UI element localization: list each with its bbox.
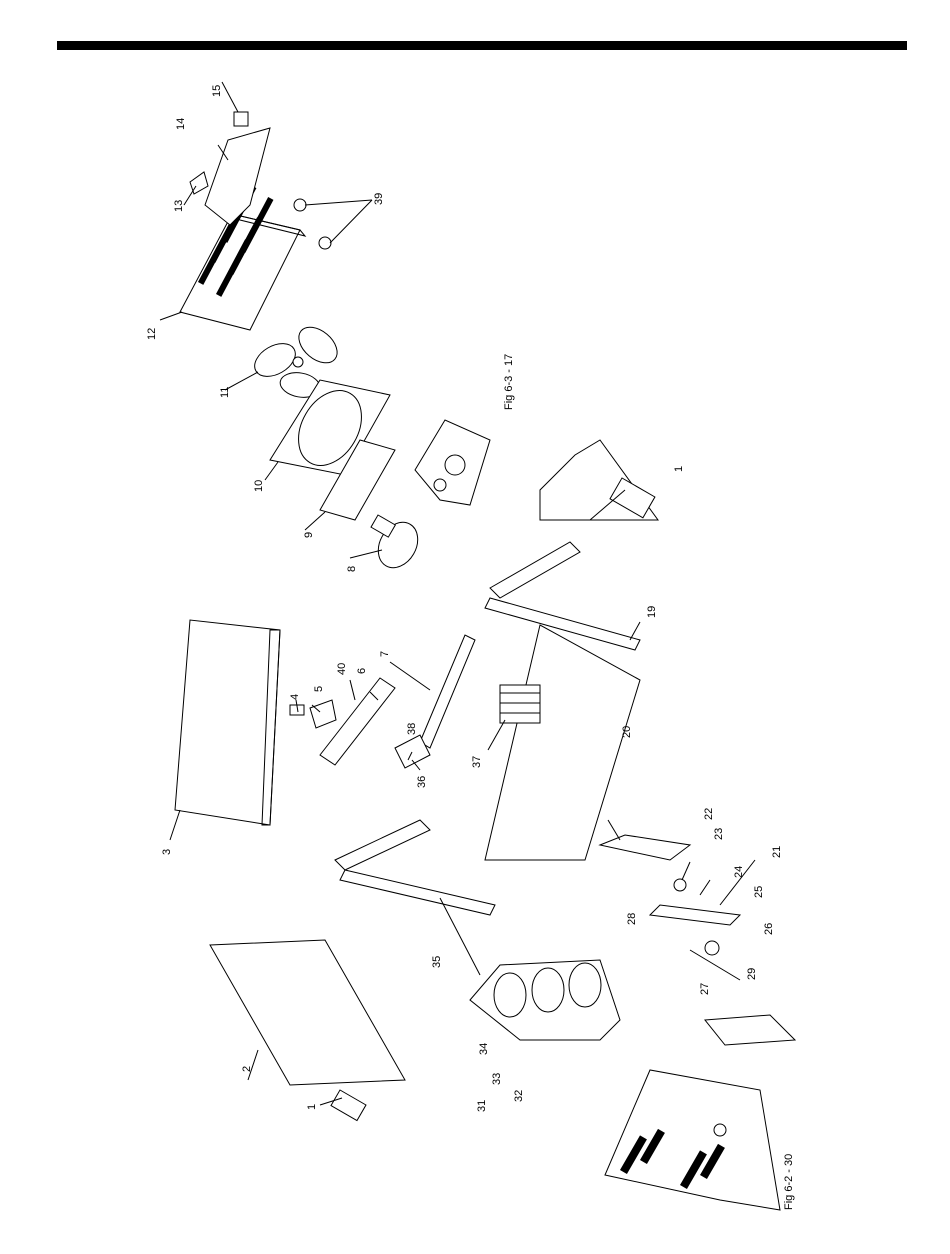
callout-4: 4 [289,694,301,700]
callout-29: 29 [746,968,758,980]
callout-15: 15 [211,85,223,97]
callout-35: 35 [431,956,443,968]
callout-26: 26 [763,923,775,935]
callout-1-lower: 1 [306,1104,318,1110]
callout-11: 11 [219,387,231,398]
blower-assembly-31 [470,960,620,1040]
label-plate-1-lower [331,1090,366,1121]
callout-12: 12 [146,328,158,340]
callout-39: 39 [373,193,385,205]
callout-28: 28 [626,913,638,925]
callout-31: 31 [476,1100,488,1112]
callout-24: 24 [733,866,745,878]
callout-20: 20 [621,726,633,738]
callout-5: 5 [313,686,325,692]
callout-8: 8 [346,566,358,572]
callout-36: 36 [416,776,428,788]
fig-6-2-reference: Fig 6-2 - 30 [783,1154,795,1210]
transformer-37 [500,685,540,723]
front-panel-fig-6-2 [605,1070,780,1210]
fig-6-3-reference: Fig 6-3 - 17 [503,354,515,410]
label-15 [234,112,248,126]
callout-32: 32 [513,1090,525,1102]
top-cover-3 [175,620,280,825]
motor-8 [370,515,425,575]
callout-34: 34 [478,1043,490,1055]
callout-23: 23 [713,828,725,840]
callout-21: 21 [771,846,783,858]
callout-10: 10 [253,480,265,492]
callout-9: 9 [303,532,315,538]
bracket-set-21 [600,835,795,1045]
rail-19 [485,542,640,650]
callout-19: 19 [646,606,658,618]
callout-13: 13 [173,200,185,212]
control-module-fig-6-3 [415,420,490,505]
terminal-strip-7 [420,635,475,748]
base-tray-20 [485,625,640,860]
callout-6: 6 [356,668,368,674]
callout-2: 2 [241,1066,253,1072]
grommets-39 [294,199,331,249]
callout-37: 37 [471,756,483,768]
callout-33: 33 [491,1073,503,1085]
callout-25: 25 [753,886,765,898]
side-panel-14 [205,112,270,225]
callout-27: 27 [699,983,711,995]
callout-7: 7 [379,651,391,657]
callout-14: 14 [175,118,187,130]
rail-left [335,820,495,915]
side-panel-2 [210,940,405,1121]
callout-40: 40 [336,663,348,675]
callout-1-upper: 1 [673,466,685,472]
callout-38: 38 [406,723,418,735]
label-plate-1-upper [540,440,658,520]
callout-3: 3 [161,849,173,855]
callout-22: 22 [703,808,715,820]
